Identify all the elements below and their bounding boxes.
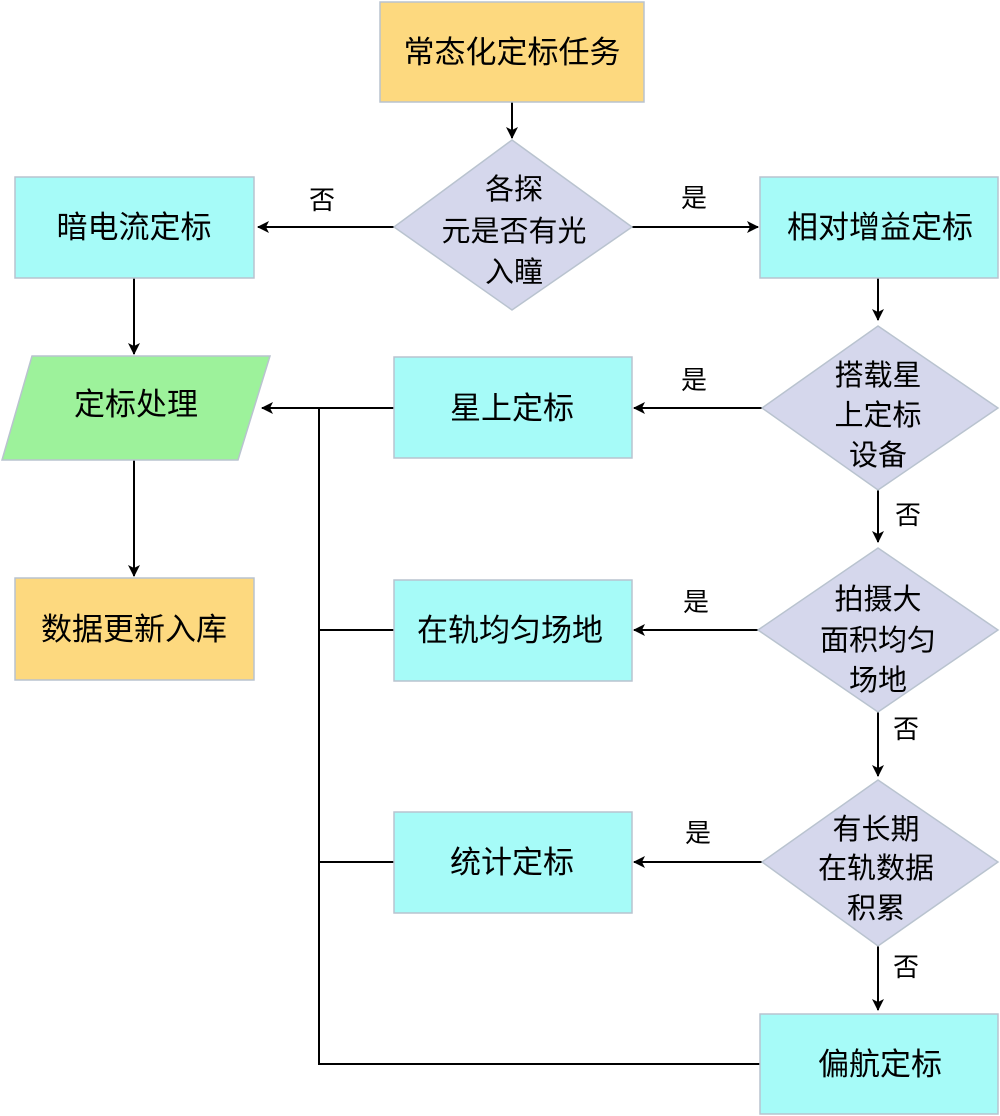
- return-bus-line: [318, 408, 760, 1065]
- decision2-node: 搭载星 上定标 设备: [760, 325, 1000, 491]
- uniform-site-node: 在轨均匀场地: [393, 579, 633, 682]
- start-node: 常态化定标任务: [379, 1, 645, 103]
- decision1-label-line3: 入瞳: [485, 255, 543, 289]
- edge-label-d1-yes: 是: [681, 184, 707, 214]
- uniform-site-box: [393, 579, 633, 682]
- connectors: [128, 102, 884, 1065]
- decision2-diamond: [760, 325, 1000, 491]
- edge-label-d3-no: 否: [893, 715, 919, 745]
- decision4-label-line1: 有长期: [832, 812, 919, 846]
- relative-gain-node: 相对增益定标: [759, 176, 999, 279]
- relative-gain-label: 相对增益定标: [787, 210, 973, 246]
- decision1-label-line1: 各探: [485, 172, 543, 206]
- database-label: 数据更新入库: [41, 612, 227, 648]
- decision3-label-line3: 场地: [849, 663, 907, 697]
- onboard-box: [393, 356, 633, 459]
- decision4-label-line2: 在轨数据: [818, 851, 934, 885]
- decision4-diamond: [760, 779, 1000, 947]
- decision1-label-line2: 元是否有光: [441, 214, 586, 248]
- yaw-node: 偏航定标: [759, 1013, 999, 1115]
- decision3-label-line2: 面积均匀: [820, 623, 936, 657]
- yaw-box: [759, 1013, 999, 1115]
- statistical-label: 统计定标: [450, 845, 574, 881]
- decision4-node: 有长期 在轨数据 积累: [760, 779, 1000, 947]
- decision4-label-line3: 积累: [847, 891, 905, 925]
- start-label: 常态化定标任务: [404, 35, 621, 71]
- edge-labels: 否 是 是 否 是 否 是 否: [309, 184, 921, 983]
- decision1-node: 各探 元是否有光 入瞳: [392, 139, 634, 311]
- processing-node: 定标处理: [1, 355, 272, 461]
- uniform-site-label: 在轨均匀场地: [417, 613, 603, 649]
- database-node: 数据更新入库: [14, 577, 255, 681]
- dark-current-box: [14, 176, 255, 279]
- decision2-label-line2: 上定标: [834, 398, 921, 432]
- dark-current-label: 暗电流定标: [57, 210, 212, 246]
- edge-label-d3-yes: 是: [683, 588, 709, 618]
- edge-label-d4-yes: 是: [685, 819, 711, 849]
- decision3-label-line1: 拍摄大: [834, 582, 921, 616]
- database-box: [14, 577, 255, 681]
- statistical-node: 统计定标: [393, 811, 633, 914]
- decision2-label-line1: 搭载星: [834, 358, 921, 392]
- edge-label-d4-no: 否: [893, 953, 919, 983]
- statistical-box: [393, 811, 633, 914]
- decision3-node: 拍摄大 面积均匀 场地: [756, 547, 1000, 713]
- onboard-node: 星上定标: [393, 356, 633, 459]
- decision1-diamond: [392, 139, 634, 311]
- decision3-diamond: [756, 547, 1000, 713]
- start-box: [379, 1, 645, 103]
- edge-label-d2-no: 否: [895, 501, 921, 531]
- yaw-label: 偏航定标: [818, 1047, 942, 1083]
- processing-label: 定标处理: [74, 387, 198, 423]
- dark-current-node: 暗电流定标: [14, 176, 255, 279]
- onboard-label: 星上定标: [450, 391, 574, 427]
- edge-label-d1-no: 否: [309, 186, 335, 216]
- processing-parallelogram: [1, 355, 272, 461]
- decision2-label-line3: 设备: [849, 438, 907, 472]
- edge-label-d2-yes: 是: [681, 366, 707, 396]
- relative-gain-box: [759, 176, 999, 279]
